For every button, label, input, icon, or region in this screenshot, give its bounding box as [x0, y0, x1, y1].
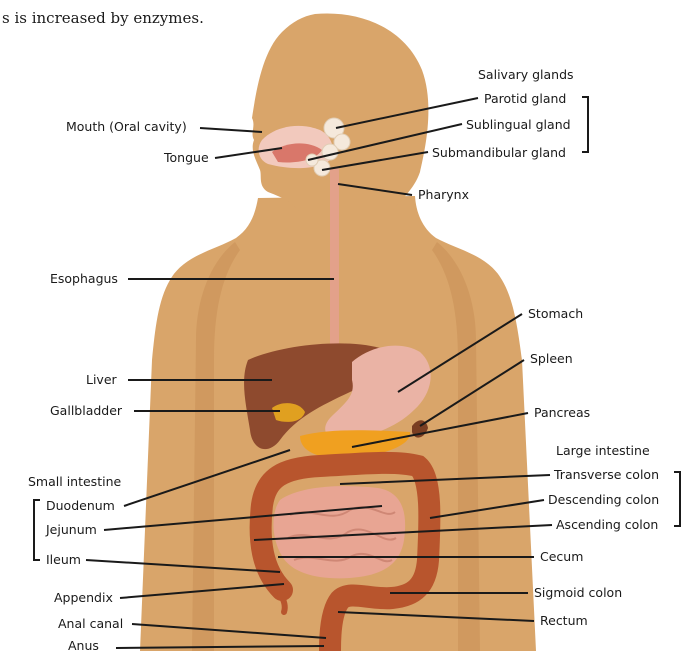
caption-text: s is increased by enzymes. — [2, 9, 204, 27]
leader-mouth — [200, 128, 262, 132]
label-transverse-colon: Transverse colon — [553, 467, 659, 482]
parotid-gland-lobe-2 — [322, 144, 338, 160]
label-small-intestine: Small intestine — [28, 474, 121, 489]
label-submandibular-gland: Submandibular gland — [432, 145, 566, 160]
label-tongue: Tongue — [163, 150, 209, 165]
label-gallbladder: Gallbladder — [50, 403, 123, 418]
label-salivary-glands: Salivary glands — [478, 67, 574, 82]
label-rectum: Rectum — [540, 613, 588, 628]
label-pharynx: Pharynx — [418, 187, 469, 202]
label-stomach: Stomach — [528, 306, 583, 321]
label-parotid-gland: Parotid gland — [484, 91, 566, 106]
label-ileum: Ileum — [46, 552, 81, 567]
bracket-small-intestine — [34, 500, 40, 560]
small-intestine-shape — [273, 486, 405, 578]
label-pancreas: Pancreas — [534, 405, 590, 420]
label-duodenum: Duodenum — [46, 498, 115, 513]
label-large-intestine: Large intestine — [556, 443, 650, 458]
label-descending-colon: Descending colon — [548, 492, 659, 507]
label-liver: Liver — [86, 372, 118, 387]
bracket-salivary — [582, 97, 588, 152]
label-esophagus: Esophagus — [50, 271, 118, 286]
label-jejunum: Jejunum — [45, 522, 97, 537]
label-cecum: Cecum — [540, 549, 583, 564]
label-mouth: Mouth (Oral cavity) — [66, 119, 187, 134]
label-anus: Anus — [68, 638, 99, 651]
label-sublingual-gland: Sublingual gland — [466, 117, 571, 132]
label-anal-canal: Anal canal — [58, 616, 123, 631]
label-appendix: Appendix — [54, 590, 113, 605]
label-spleen: Spleen — [530, 351, 573, 366]
label-ascending-colon: Ascending colon — [556, 517, 658, 532]
label-sigmoid-colon: Sigmoid colon — [534, 585, 622, 600]
bracket-large-intestine — [674, 472, 680, 526]
body-head — [252, 13, 428, 212]
esophagus-shape — [330, 168, 339, 368]
